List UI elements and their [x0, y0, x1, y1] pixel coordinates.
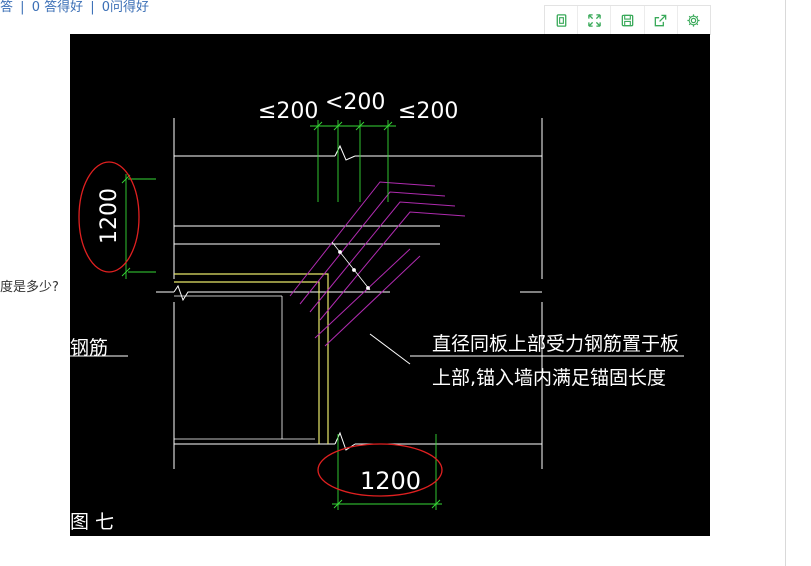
save-icon — [621, 14, 634, 26]
content-divider — [785, 0, 786, 566]
answer-count-link[interactable]: 答 — [0, 0, 14, 15]
separator: | — [20, 0, 25, 15]
share-icon — [654, 14, 667, 26]
rebar-label-fragment: 钢筋 — [70, 337, 108, 359]
cad-drawing-image: ≤200 <200 ≤200 1200 1200 直径同板上部受力钢筋置于板 上… — [70, 34, 710, 536]
dimension-label-right: ≤200 — [398, 99, 458, 124]
settings-button[interactable] — [678, 6, 710, 34]
question-text-fragment: 度是多少? — [0, 280, 59, 295]
save-button[interactable] — [611, 6, 645, 34]
fullscreen-button[interactable] — [578, 6, 612, 34]
dimension-label-vertical: 1200 — [97, 188, 122, 244]
fullscreen-icon — [588, 13, 601, 27]
good-answers-link[interactable]: 0 答得好 — [31, 0, 84, 15]
annotation-note-line1: 直径同板上部受力钢筋置于板 — [432, 333, 679, 355]
dimension-label-left: ≤200 — [258, 99, 318, 124]
fit-page-icon — [556, 13, 566, 27]
good-questions-link[interactable]: 0问得好 — [101, 0, 150, 15]
dimension-label-bottom: 1200 — [360, 467, 421, 495]
cad-drawing-canvas: ≤200 <200 ≤200 1200 1200 直径同板上部受力钢筋置于板 上… — [70, 90, 684, 533]
settings-icon — [687, 13, 700, 27]
figure-caption-fragment: 图 七 — [70, 511, 114, 533]
share-button[interactable] — [645, 6, 678, 34]
dimension-label-middle: <200 — [325, 90, 385, 115]
fit-page-button[interactable] — [545, 6, 579, 34]
answer-stats: 答 | 0 答得好 | 0问得好 — [0, 0, 149, 16]
annotation-note-line2: 上部,锚入墙内满足锚固长度 — [432, 367, 666, 389]
image-viewer-toolbar — [544, 5, 711, 35]
separator: | — [90, 0, 95, 15]
